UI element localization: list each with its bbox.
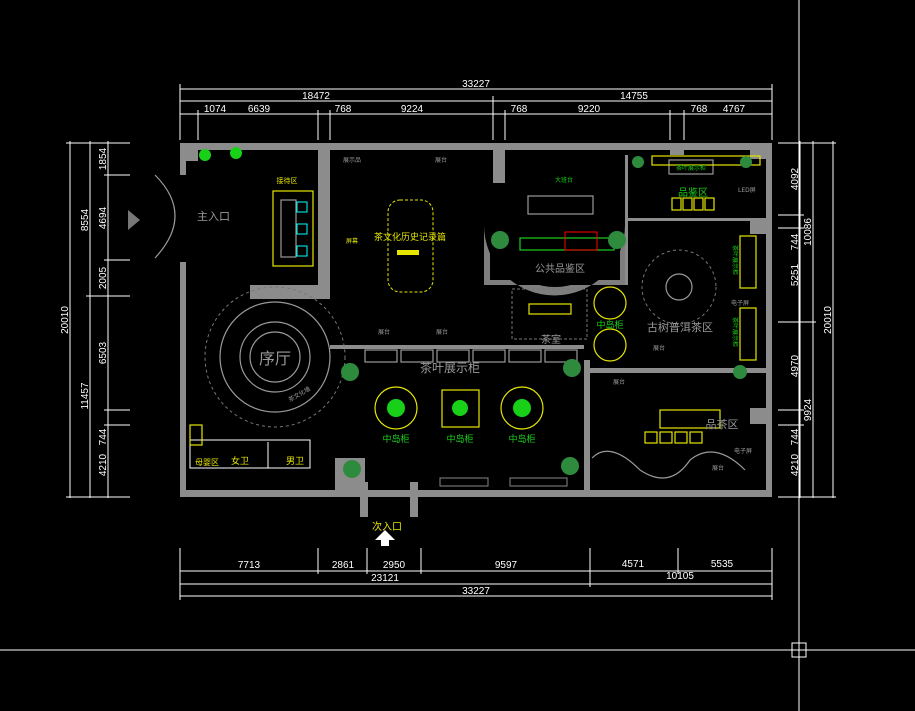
dim-bottom-seg: 9597 <box>495 560 518 571</box>
label-led-screen: LED屏 <box>738 187 756 194</box>
label-stand: 展台 <box>653 344 665 352</box>
label-stand: 展台 <box>435 156 447 164</box>
label-tea-history: 茶文化历史记录篇 <box>374 231 446 243</box>
dim-right-total: 20010 <box>823 306 834 334</box>
top-dimensions: 33227 18472 14755 1074 6639 768 9224 768… <box>179 79 773 140</box>
label-island-cabinet-2: 中岛柜 <box>446 433 473 445</box>
building-walls <box>180 143 772 517</box>
dim-right-seg: 4092 <box>790 167 801 190</box>
crosshair-pickbox <box>791 642 807 658</box>
dim-top-seg: 9224 <box>401 104 424 115</box>
dim-right-seg: 4970 <box>790 354 801 377</box>
label-island-cabinet-3: 中岛柜 <box>508 433 535 445</box>
left-dimensions: 20010 8554 11457 1854 4694 2005 6503 744… <box>60 141 130 498</box>
dim-right-upper: 10086 <box>803 218 814 246</box>
room-labels: 主入口 次入口 序厅 茶叶展示柜 中岛柜 中岛柜 中岛柜 中岛柜 茶文化历史记录… <box>195 176 739 533</box>
label-mens-wc: 男卫 <box>286 456 304 467</box>
label-tasting-area: 品鉴区 <box>678 186 708 199</box>
dim-left-seg: 1854 <box>98 147 109 170</box>
label-tea-room: 茶室 <box>541 333 561 346</box>
label-exhibit: 展示品 <box>343 157 361 164</box>
label-display-cabinet-vertical: 茶叶展示柜 <box>731 317 739 347</box>
label-stand: 展台 <box>378 328 390 336</box>
small-labels: 展台 展台 展台 展台 展台 展台 屏幕 电子屏 电子屏 LED屏 大班台 展示… <box>287 156 756 472</box>
dim-top-seg: 768 <box>511 104 528 115</box>
dim-top-total: 33227 <box>462 79 490 90</box>
dim-bottom-seg: 7713 <box>238 560 261 571</box>
floor-plan-fixtures <box>128 147 761 546</box>
dim-bottom-seg: 5535 <box>711 559 734 570</box>
label-main-entrance: 主入口 <box>197 210 230 223</box>
label-stand: 展台 <box>712 464 724 472</box>
label-public-tasting: 公共品鉴区 <box>535 262 585 275</box>
dim-right-seg: 744 <box>790 233 801 250</box>
dim-bottom-seg: 4571 <box>622 559 645 570</box>
label-display-cabinet: 茶叶展示柜 <box>676 164 706 172</box>
dim-top-seg: 768 <box>335 104 352 115</box>
dim-bottom-total: 33227 <box>462 586 490 597</box>
dim-left-seg: 4694 <box>98 206 109 229</box>
dim-top-right: 14755 <box>620 91 648 102</box>
bottom-dimensions: 7713 2861 2950 9597 4571 5535 23121 1010… <box>179 548 773 600</box>
dim-left-lower: 11457 <box>80 382 91 410</box>
dim-left-upper: 8554 <box>80 208 91 231</box>
main-entrance-arrow <box>128 210 140 230</box>
dim-left-seg: 744 <box>98 428 109 445</box>
label-electronic-screen: 电子屏 <box>731 299 749 307</box>
label-side-entrance: 次入口 <box>372 520 402 533</box>
right-dimensions: 4092 744 5251 4970 744 4210 10086 9924 2… <box>778 141 836 498</box>
label-stand: 展台 <box>613 378 625 386</box>
dim-right-lower: 9924 <box>803 398 814 421</box>
dim-top-seg: 6639 <box>248 104 271 115</box>
dim-bottom-seg: 2950 <box>383 560 406 571</box>
label-island-cabinet-4: 中岛柜 <box>596 319 623 331</box>
dim-top-left: 18472 <box>302 91 330 102</box>
label-electronic-screen: 电子屏 <box>734 447 752 455</box>
label-big-table: 大班台 <box>555 176 573 184</box>
label-tea-display-cabinet: 茶叶展示柜 <box>420 360 480 375</box>
label-puer-area: 古树普洱茶区 <box>647 320 713 334</box>
label-stand: 展台 <box>436 328 448 336</box>
label-foyer: 序厅 <box>259 349 291 368</box>
dim-left-seg: 2005 <box>98 266 109 289</box>
dim-left-total: 20010 <box>60 306 71 334</box>
dim-top-seg: 4767 <box>723 104 746 115</box>
dim-bottom-right: 10105 <box>666 571 694 582</box>
label-display-cabinet-vertical: 茶叶展示柜 <box>731 245 739 275</box>
label-screen: 屏幕 <box>346 237 358 245</box>
dim-left-seg: 4210 <box>98 453 109 476</box>
dim-right-seg: 744 <box>790 428 801 445</box>
dim-top-seg: 768 <box>691 104 708 115</box>
side-entrance-arrow <box>375 530 395 546</box>
dim-bottom-seg: 2861 <box>332 560 355 571</box>
label-reception: 接待区 <box>277 176 298 185</box>
dim-right-seg: 4210 <box>790 453 801 476</box>
label-mother-baby: 母婴区 <box>195 458 219 467</box>
dim-bottom-left: 23121 <box>371 573 399 584</box>
dim-top-seg: 1074 <box>204 104 227 115</box>
dim-right-seg: 5251 <box>790 263 801 286</box>
dim-left-seg: 6503 <box>98 341 109 364</box>
label-tea-tasting-area: 品茶区 <box>706 418 739 431</box>
label-island-cabinet-1: 中岛柜 <box>382 433 409 445</box>
dim-top-seg: 9220 <box>578 104 601 115</box>
label-womens-wc: 女卫 <box>231 455 249 467</box>
